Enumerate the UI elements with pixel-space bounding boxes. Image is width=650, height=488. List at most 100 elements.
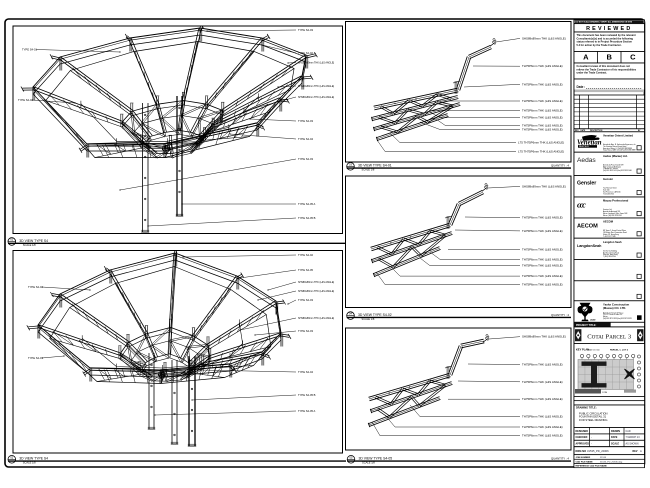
svg-text:TYPE S4-03: TYPE S4-03 xyxy=(298,298,313,302)
svg-text:San Francisco, CA 94105: San Francisco, CA 94105 xyxy=(603,191,621,194)
svg-text:138 Shatin Rural Committee Roa: 138 Shatin Rural Committee Road xyxy=(603,231,627,234)
svg-text:CAD FILE NAME: CAD FILE NAME xyxy=(576,461,594,464)
svg-text:JOB NUMBER: JOB NUMBER xyxy=(576,457,591,459)
svg-text:Macau Landmark Office Tower 16: Macau Landmark Office Tower 16/F xyxy=(603,212,628,215)
svg-text:SCALE 1:17,500: SCALE 1:17,500 xyxy=(587,349,600,352)
svg-text:SHS89x89mm THK (L&S ANGLE): SHS89x89mm THK (L&S ANGLE) xyxy=(522,335,566,339)
svg-text:TH75P6mm THK (L&S ANGLE): TH75P6mm THK (L&S ANGLE) xyxy=(522,216,563,220)
svg-text:KEY PLAN: KEY PLAN xyxy=(576,348,589,352)
svg-text:TH75P6mm THK (L&S ANGLE): TH75P6mm THK (L&S ANGLE) xyxy=(522,257,563,261)
svg-text:Date :: Date : xyxy=(577,85,586,89)
svg-text:3D VIEW TYPE S4-01: 3D VIEW TYPE S4-01 xyxy=(358,164,392,168)
svg-text:SHS89x89mm THK (L&S ANGLE): SHS89x89mm THK (L&S ANGLE) xyxy=(298,290,334,293)
svg-text:LEAD: LEAD xyxy=(590,318,596,321)
svg-text:status referred to in Projec: status referred to in Project Procedure … xyxy=(577,41,633,44)
svg-text:Gensler: Gensler xyxy=(577,181,596,187)
svg-text:Aedas: Aedas xyxy=(577,157,596,164)
svg-text:Avenida Comercial de Macau: Avenida Comercial de Macau xyxy=(603,311,623,314)
svg-text:3D VIEW TYPE S4-02: 3D VIEW TYPE S4-02 xyxy=(358,313,392,317)
svg-text:TH75P6mm THK (L&S ANGLE): TH75P6mm THK (L&S ANGLE) xyxy=(522,248,563,252)
svg-text:T +852 2317 7600: T +852 2317 7600 xyxy=(603,236,616,238)
svg-text:TH75P6mm THK (L&S ANGLE): TH75P6mm THK (L&S ANGLE) xyxy=(522,109,563,113)
svg-text:TYPE S4-03: TYPE S4-03 xyxy=(298,157,313,161)
svg-text:SHS89x89mm THK (L&S ANGLE): SHS89x89mm THK (L&S ANGLE) xyxy=(298,281,334,284)
svg-text:TH75P6mm THK (L&S ANGLE): TH75P6mm THK (L&S ANGLE) xyxy=(522,415,563,419)
svg-text:TYPE S4-02: TYPE S4-02 xyxy=(18,98,33,102)
svg-text:AECOM: AECOM xyxy=(577,224,598,230)
svg-text:PUBLIC CIRCULATION: PUBLIC CIRCULATION xyxy=(579,412,608,416)
svg-text:SHS89x89mm THK (L&S ANGLE): SHS89x89mm THK (L&S ANGLE) xyxy=(298,317,334,320)
svg-text:DO NOT SCALE DRAWING. VERIFY A: DO NOT SCALE DRAWING. VERIFY ALL DIMENSI… xyxy=(576,21,633,24)
svg-text:QUANTITY : 4: QUANTITY : 4 xyxy=(551,457,569,461)
svg-text:M A C A O: M A C A O xyxy=(579,145,589,148)
svg-text:T (852) 2830 3500: T (852) 2830 3500 xyxy=(603,256,616,258)
svg-text:A: A xyxy=(640,449,642,453)
svg-text:TYPE S4-04: TYPE S4-04 xyxy=(298,137,313,141)
svg-text:05: 05 xyxy=(350,455,353,459)
svg-text:SHS89x89mm THK (L&S ANGLE): SHS89x89mm THK (L&S ANGLE) xyxy=(298,85,334,88)
svg-text:Avenida da Praia Grande 599: Avenida da Praia Grande 599 xyxy=(603,163,623,166)
svg-text:Services Ltd.: Services Ltd. xyxy=(603,208,613,211)
svg-text:FOR STEEL DRAWING: FOR STEEL DRAWING xyxy=(579,418,607,422)
svg-text:DESIGNED: DESIGNED xyxy=(576,430,589,433)
svg-text:Venetian Orient Limited: Venetian Orient Limited xyxy=(603,133,633,137)
svg-text:No 181 Johnston Road: No 181 Johnston Road xyxy=(603,251,619,254)
svg-text:PROJECT TITLE:: PROJECT TITLE: xyxy=(576,324,596,327)
svg-text:SCALE 1/8: SCALE 1/8 xyxy=(362,168,375,172)
svg-text:DWG NO: DWG NO xyxy=(576,450,587,453)
svg-text:SCALE 1/8: SCALE 1/8 xyxy=(362,317,375,321)
svg-text:TH75P6mm THK (L&S ANGLE): TH75P6mm THK (L&S ANGLE) xyxy=(522,82,563,86)
svg-text:Gensler: Gensler xyxy=(603,177,613,181)
svg-text:BY: BY xyxy=(638,130,641,132)
svg-text:Consultants(s)(s) and is accor: Consultants(s)(s) and is accorded the fo… xyxy=(577,37,634,40)
svg-text:TYPE S4-02: TYPE S4-02 xyxy=(298,51,313,55)
svg-text:DRAWING TITLE:: DRAWING TITLE: xyxy=(576,406,597,409)
svg-text:229, FIT Center 8 andar J-K: 229, FIT Center 8 andar J-K xyxy=(603,313,623,316)
svg-text:TYPE S4-03: TYPE S4-03 xyxy=(28,356,43,360)
svg-text:QUANTITY : 4: QUANTITY : 4 xyxy=(551,313,569,317)
svg-text:Shatin, NT, Hong Kong: Shatin, NT, Hong Kong xyxy=(603,233,619,236)
svg-text:02: 02 xyxy=(10,455,13,459)
svg-text:DESCRIPTION: DESCRIPTION xyxy=(590,130,603,132)
svg-text:3D VIEW TYPE S4-05: 3D VIEW TYPE S4-05 xyxy=(359,457,393,461)
svg-text:REV: REV xyxy=(575,130,579,132)
svg-text:SCALE: SCALE xyxy=(611,443,620,446)
svg-text:TH75P6mm THK (L&S ANGLE): TH75P6mm THK (L&S ANGLE) xyxy=(522,380,563,384)
svg-text:TH75P6mm THK (L&S ANGLE): TH75P6mm THK (L&S ANGLE) xyxy=(522,64,563,68)
svg-text:TYPE S4-05 B: TYPE S4-05 B xyxy=(298,393,316,397)
svg-text:AECOM: AECOM xyxy=(603,220,614,224)
svg-text:Suite 400: Suite 400 xyxy=(603,189,610,192)
svg-text:TH75P6mm THK (L&S ANGLE): TH75P6mm THK (L&S ANGLE) xyxy=(522,425,563,429)
svg-text:FOUNTAIN DETAIL 31: FOUNTAIN DETAIL 31 xyxy=(579,415,607,419)
svg-text:Edif. Comercial Rodrigues: Edif. Comercial Rodrigues xyxy=(603,165,621,168)
svg-text:SCALE 1/8: SCALE 1/8 xyxy=(23,461,36,465)
svg-text:C: C xyxy=(630,53,636,62)
svg-text:5.4 for action by the Tra: 5.4 for action by the Trade Contractor. xyxy=(577,44,622,47)
svg-text:DRAWN: DRAWN xyxy=(611,430,620,433)
svg-text:TH75P6mm THK (L&S ANGLE): TH75P6mm THK (L&S ANGLE) xyxy=(522,274,563,278)
svg-text:TH75P6mm THK (L&S ANGLE): TH75P6mm THK (L&S ANGLE) xyxy=(522,363,563,367)
svg-text:(Tel) 853 2875 3339 (Fax) 853: (Tel) 853 2875 3339 (Fax) 853 2875 3329 xyxy=(603,318,632,320)
svg-text:03: 03 xyxy=(349,162,352,166)
svg-text:APPROVED: APPROVED xyxy=(576,443,590,446)
svg-text:TYPE S4-02: TYPE S4-02 xyxy=(28,285,43,289)
svg-text:TH75P6mm THK (L&S ANGLE): TH75P6mm THK (L&S ANGLE) xyxy=(522,283,563,287)
svg-text:TH75P6mm THK (L&S ANGLE): TH75P6mm THK (L&S ANGLE) xyxy=(522,99,563,103)
svg-text:TH75P6mm THK (L&S ANGLE): TH75P6mm THK (L&S ANGLE) xyxy=(522,264,563,268)
svg-text:(Tel) 853 2833 1055 (Fax) 853: (Tel) 853 2833 1055 (Fax) 853 2833 1066 xyxy=(603,170,632,172)
svg-text:T 415.433.3700: T 415.433.3700 xyxy=(603,193,614,195)
svg-text:AS SHOWN: AS SHOWN xyxy=(626,443,639,446)
svg-text:REFERENCE CAD FILE NAME: REFERENCE CAD FILE NAME xyxy=(576,465,608,468)
svg-text:TH75P6mm THK (L&S ANGLE): TH75P6mm THK (L&S ANGLE) xyxy=(522,397,563,401)
svg-text:SHS89x89mm THK (L&S ANGLE): SHS89x89mm THK (L&S ANGLE) xyxy=(522,184,566,188)
svg-text:TYPE S4-05 B: TYPE S4-05 B xyxy=(298,216,316,220)
svg-text:REVIEWED: REVIEWED xyxy=(586,26,632,32)
svg-text:SHS89x89mm THK (L&S ANGLE): SHS89x89mm THK (L&S ANGLE) xyxy=(298,62,334,65)
svg-text:Cotai Parcel 3: Cotai Parcel 3 xyxy=(587,333,632,340)
svg-text:8/F Tower 2, Grand Central Pla: 8/F Tower 2, Grand Central Plaza xyxy=(603,229,626,232)
svg-text:REV: REV xyxy=(633,450,638,453)
svg-text:3D VIEW TYPE S4: 3D VIEW TYPE S4 xyxy=(19,457,48,461)
svg-text:L75 TH75P6mm THK (L&S ANGLE): L75 TH75P6mm THK (L&S ANGLE) xyxy=(518,149,564,153)
svg-text:Langdon Seah: Langdon Seah xyxy=(603,240,622,244)
svg-text:Venetian: Venetian xyxy=(577,139,602,146)
